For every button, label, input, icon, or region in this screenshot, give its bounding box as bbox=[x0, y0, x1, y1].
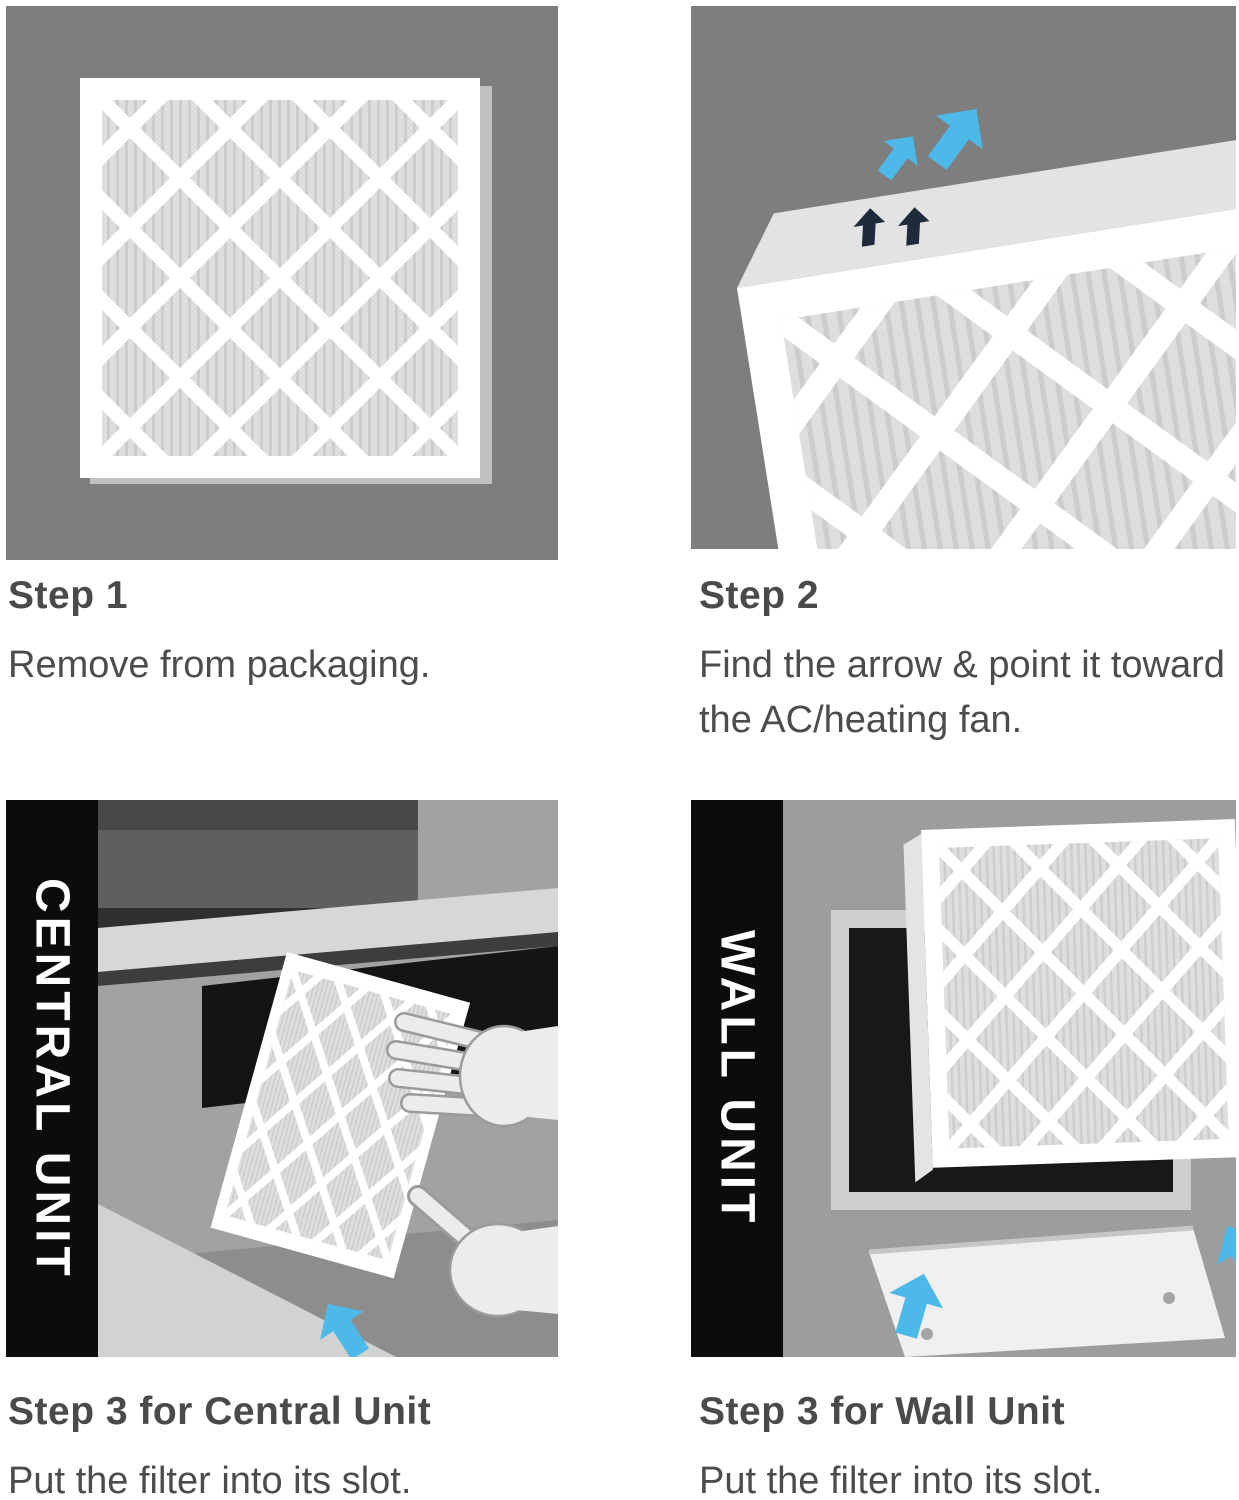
step2-image bbox=[691, 6, 1236, 549]
air-filter-graphic bbox=[50, 6, 510, 560]
step3-central-caption-block: Step 3 for Central Unit Put the filter i… bbox=[8, 1390, 556, 1500]
step1-panel bbox=[6, 6, 558, 560]
door-screw-hole bbox=[1163, 1292, 1175, 1304]
door-screw-hole bbox=[921, 1328, 933, 1340]
step3-wall-panel: WALL UNIT bbox=[691, 800, 1236, 1357]
step1-title: Step 1 bbox=[8, 574, 129, 617]
step2-panel bbox=[691, 6, 1236, 549]
wall-unit-band: WALL UNIT bbox=[691, 800, 783, 1357]
step2-caption: Find the arrow & point it toward the AC/… bbox=[699, 644, 1225, 742]
step1-image bbox=[6, 6, 558, 560]
central-unit-band: CENTRAL UNIT bbox=[6, 800, 98, 1357]
wall-unit-illustration bbox=[783, 800, 1236, 1357]
air-filter-graphic bbox=[885, 800, 1236, 1357]
step3-wall-caption: Put the filter into its slot. bbox=[699, 1460, 1103, 1500]
hand-bottom-graphic bbox=[407, 1185, 558, 1318]
hand-top-graphic bbox=[386, 1012, 558, 1128]
central-unit-band-label: CENTRAL UNIT bbox=[25, 877, 79, 1280]
step2-caption-block: Step 2 Find the arrow & point it toward … bbox=[699, 574, 1231, 748]
step2-title: Step 2 bbox=[699, 574, 820, 617]
tilted-air-filter-graphic bbox=[691, 6, 1236, 549]
step1-caption-block: Step 1 Remove from packaging. bbox=[8, 574, 553, 693]
step1-caption: Remove from packaging. bbox=[8, 644, 431, 686]
step3-central-panel: CENTRAL UNIT bbox=[6, 800, 558, 1357]
step3-central-caption: Put the filter into its slot. bbox=[8, 1460, 412, 1500]
step3-central-title: Step 3 for Central Unit bbox=[8, 1390, 432, 1433]
step3-wall-caption-block: Step 3 for Wall Unit Put the filter into… bbox=[699, 1390, 1233, 1500]
duct-beam bbox=[98, 888, 558, 972]
step3-wall-title: Step 3 for Wall Unit bbox=[699, 1390, 1066, 1433]
vent-door bbox=[869, 1228, 1225, 1357]
central-unit-illustration bbox=[98, 800, 558, 1357]
wall-unit-band-label: WALL UNIT bbox=[710, 930, 764, 1227]
